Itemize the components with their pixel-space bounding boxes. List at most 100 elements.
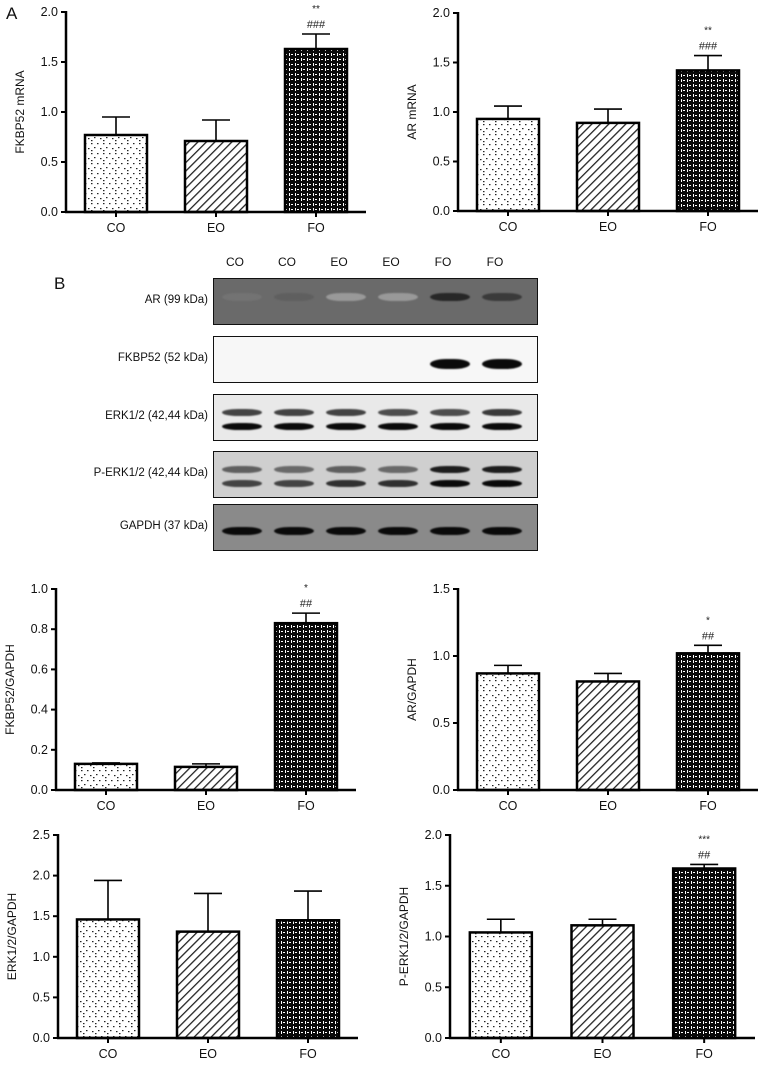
band (274, 466, 314, 473)
band (378, 466, 418, 473)
significance-star: *** (698, 834, 710, 845)
y-tick-label: 1.0 (41, 105, 58, 119)
x-tick-label: FO (299, 1047, 317, 1061)
y-tick-label: 1.0 (31, 582, 48, 596)
blot-strip (213, 394, 538, 441)
band (482, 527, 522, 535)
x-tick-label: CO (499, 220, 518, 234)
band (430, 423, 470, 430)
band (326, 527, 366, 535)
blot-row-label: P-ERK1/2 (42,44 kDa) (93, 467, 208, 479)
blot-strip (213, 504, 538, 551)
band (430, 480, 470, 487)
y-tick-label: 2.0 (433, 6, 450, 20)
significance-hash: ### (699, 41, 718, 53)
x-tick-label: FO (699, 799, 717, 813)
y-tick-label: 1.5 (433, 582, 450, 596)
y-axis-label: P-ERK1/2/GAPDH (397, 887, 411, 986)
band (222, 480, 262, 487)
y-tick-label: 1.0 (433, 649, 450, 663)
bar-co (83, 116, 149, 214)
x-tick-label: FO (307, 221, 325, 235)
y-tick-label: 0.6 (31, 662, 48, 676)
band (482, 409, 522, 416)
y-tick-label: 0.4 (31, 703, 48, 717)
blot-row-label: FKBP52 (52 kDa) (117, 352, 208, 364)
y-tick-label: 0.8 (31, 622, 48, 636)
panel-label-b: B (54, 274, 66, 293)
band (378, 423, 418, 430)
band (378, 527, 418, 535)
x-tick-label: EO (593, 1047, 611, 1061)
y-tick-label: 1.0 (425, 930, 442, 944)
significance-star: ** (704, 26, 712, 37)
band (326, 293, 366, 301)
y-tick-label: 2.0 (41, 5, 58, 19)
bar-co (75, 879, 141, 1040)
x-tick-label: CO (99, 1047, 118, 1061)
band (482, 359, 522, 369)
significance-star: ** (312, 4, 320, 15)
band (326, 466, 366, 473)
band (222, 293, 262, 301)
significance-hash: ## (702, 630, 715, 642)
bar-eo (575, 672, 641, 792)
y-tick-label: 1.0 (433, 105, 450, 119)
y-axis-label: AR/GAPDH (405, 658, 419, 721)
significance-hash: ## (300, 598, 313, 610)
y-tick-label: 0.0 (33, 1031, 50, 1045)
lane-label-co: CO (278, 255, 296, 269)
bar-eo (570, 918, 635, 1040)
band (482, 466, 522, 473)
x-tick-label: CO (97, 799, 116, 813)
bar-eo (575, 108, 641, 213)
band (482, 423, 522, 430)
band (482, 293, 522, 301)
band (430, 359, 470, 369)
lane-label-fo: FO (486, 255, 504, 269)
band (378, 293, 418, 301)
blot-row-label: AR (99 kDa) (144, 294, 208, 306)
band (378, 480, 418, 487)
y-axis-label: AR mRNA (405, 84, 419, 139)
lane-label-eo: EO (382, 255, 400, 269)
y-tick-label: 1.5 (425, 879, 442, 893)
blot-row-label: ERK1/2 (42,44 kDa) (105, 410, 208, 422)
x-tick-label: CO (491, 1047, 510, 1061)
band (222, 423, 262, 430)
significance-star: * (706, 615, 710, 626)
bar-fo (275, 890, 341, 1040)
band (222, 527, 262, 535)
band (430, 409, 470, 416)
x-tick-label: FO (699, 220, 717, 234)
bar-eo (183, 119, 249, 214)
band (222, 409, 262, 416)
y-tick-label: 0.5 (433, 155, 450, 169)
y-tick-label: 0.5 (41, 155, 58, 169)
y-tick-label: 1.0 (33, 950, 50, 964)
band (274, 527, 314, 535)
bar-co (475, 105, 541, 213)
x-tick-label: CO (107, 221, 126, 235)
bar-fo (675, 54, 741, 213)
bar-fo (675, 644, 741, 792)
band (274, 480, 314, 487)
band (482, 480, 522, 487)
y-tick-label: 1.5 (33, 909, 50, 923)
y-tick-label: 0.2 (31, 743, 48, 757)
lane-label-co: CO (226, 255, 244, 269)
blot-row-label: GAPDH (37 kDa) (119, 520, 208, 532)
y-tick-label: 0.0 (433, 783, 450, 797)
y-tick-label: 0.5 (433, 716, 450, 730)
bar-co (468, 918, 534, 1040)
